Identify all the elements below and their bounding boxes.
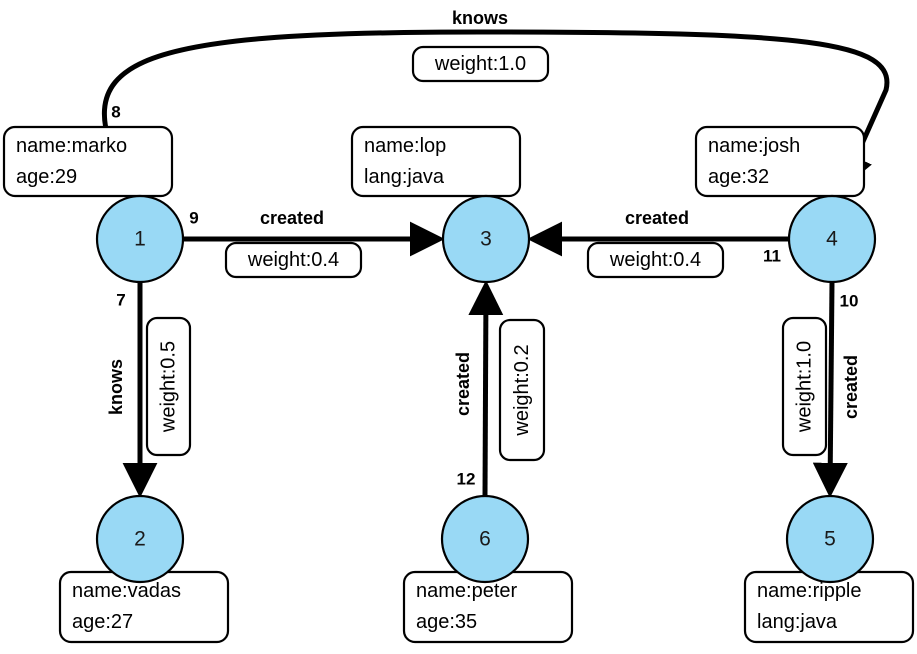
weight-box-rect [224,241,363,279]
weight-label: weight:1.0 [434,53,526,75]
vertex-3[interactable]: 3 [441,194,531,284]
vertex-prop-line: age:32 [708,166,769,188]
vertex-props-rect [2,125,174,198]
edge-8[interactable] [102,29,890,190]
edge-weight-boxes-layer: weight:1.0 weight:0.4 weight:0.5 weight:0.4… [145,45,828,462]
weight-label: weight:0.4 [247,249,339,271]
edge-id-11: 11 [763,247,781,266]
vertex-1[interactable]: 1 [95,194,185,284]
edge-label-12: created [453,352,473,416]
vertex-circle[interactable] [95,194,185,284]
vertex-2[interactable]: 2 [95,494,185,584]
vertex-prop-line: name:vadas [72,580,181,602]
vertex-id-label: 4 [826,228,838,251]
vertex-id-label: 3 [480,228,492,251]
vertex-prop-line: age:29 [16,166,77,188]
vertex-id-label: 6 [479,528,491,551]
vertex-circle[interactable] [441,194,531,284]
vertex-props-5: name:ripple lang:java [743,570,915,644]
vertex-prop-line: name:ripple [757,580,862,602]
weight-box-rect [781,316,828,457]
edge-id-7: 7 [116,291,125,310]
vertex-property-boxes-layer: name:marko age:29 name:vadas age:27 name:lop… [2,125,915,644]
vertex-4[interactable]: 4 [787,194,877,284]
edge-weight-box-9: weight:0.4 [224,241,363,279]
edge-label-10: created [841,355,861,419]
vertex-props-2: name:vadas age:27 [58,570,230,644]
edge-weight-box-10: weight:1.0 [781,316,828,457]
vertex-circle[interactable] [785,494,875,584]
vertex-props-4: name:josh age:32 [694,125,866,198]
vertex-prop-line: age:27 [72,611,133,633]
vertex-id-label: 5 [824,528,836,551]
edges-layer [102,29,890,498]
weight-box-rect [411,45,550,83]
edge-id-12: 12 [457,470,476,489]
edge-id-8: 8 [111,103,120,122]
weight-label: weight:0.5 [158,341,180,433]
weight-box-rect [586,241,725,279]
edge-id-10: 10 [840,292,859,311]
vertex-circle[interactable] [95,494,185,584]
edge-weight-box-8: weight:1.0 [411,45,550,83]
vertex-prop-line: name:peter [416,580,518,602]
vertex-props-rect [694,125,866,198]
vertex-prop-line: name:marko [16,135,127,157]
edge-label-9: created [260,208,324,228]
edge-label-11: created [625,208,689,228]
edge-label-7: knows [106,359,126,415]
edge-label-8: knows [452,8,508,28]
edge-weight-box-12: weight:0.2 [498,318,546,462]
vertex-props-rect [350,125,522,198]
edge-weight-box-7: weight:0.5 [145,316,192,457]
vertex-circle[interactable] [440,494,530,584]
vertex-circle[interactable] [787,194,877,284]
weight-label: weight:1.0 [794,341,816,433]
edge-weight-box-11: weight:0.4 [586,241,725,279]
vertex-id-label: 2 [134,528,146,551]
vertex-id-label: 1 [134,228,146,251]
vertex-prop-line: lang:java [364,166,445,188]
edge-labels-layer: knows 8 created 9 knows 7 created 11 created 10 cr… [106,8,861,489]
vertex-props-1: name:marko age:29 [2,125,174,198]
edge-12[interactable] [468,280,504,497]
vertex-prop-line: name:josh [708,135,800,157]
vertex-5[interactable]: 5 [785,494,875,584]
weight-label: weight:0.2 [511,344,533,436]
vertex-prop-line: lang:java [757,611,838,633]
weight-box-rect [498,318,546,462]
vertex-prop-line: name:lop [364,135,446,157]
edge-10[interactable] [812,281,848,498]
edge-id-9: 9 [189,209,198,228]
vertex-prop-line: age:35 [416,611,477,633]
weight-label: weight:0.4 [609,249,701,271]
weight-box-rect [145,316,192,457]
vertex-props-3: name:lop lang:java [350,125,522,198]
vertex-6[interactable]: 6 [440,494,530,584]
